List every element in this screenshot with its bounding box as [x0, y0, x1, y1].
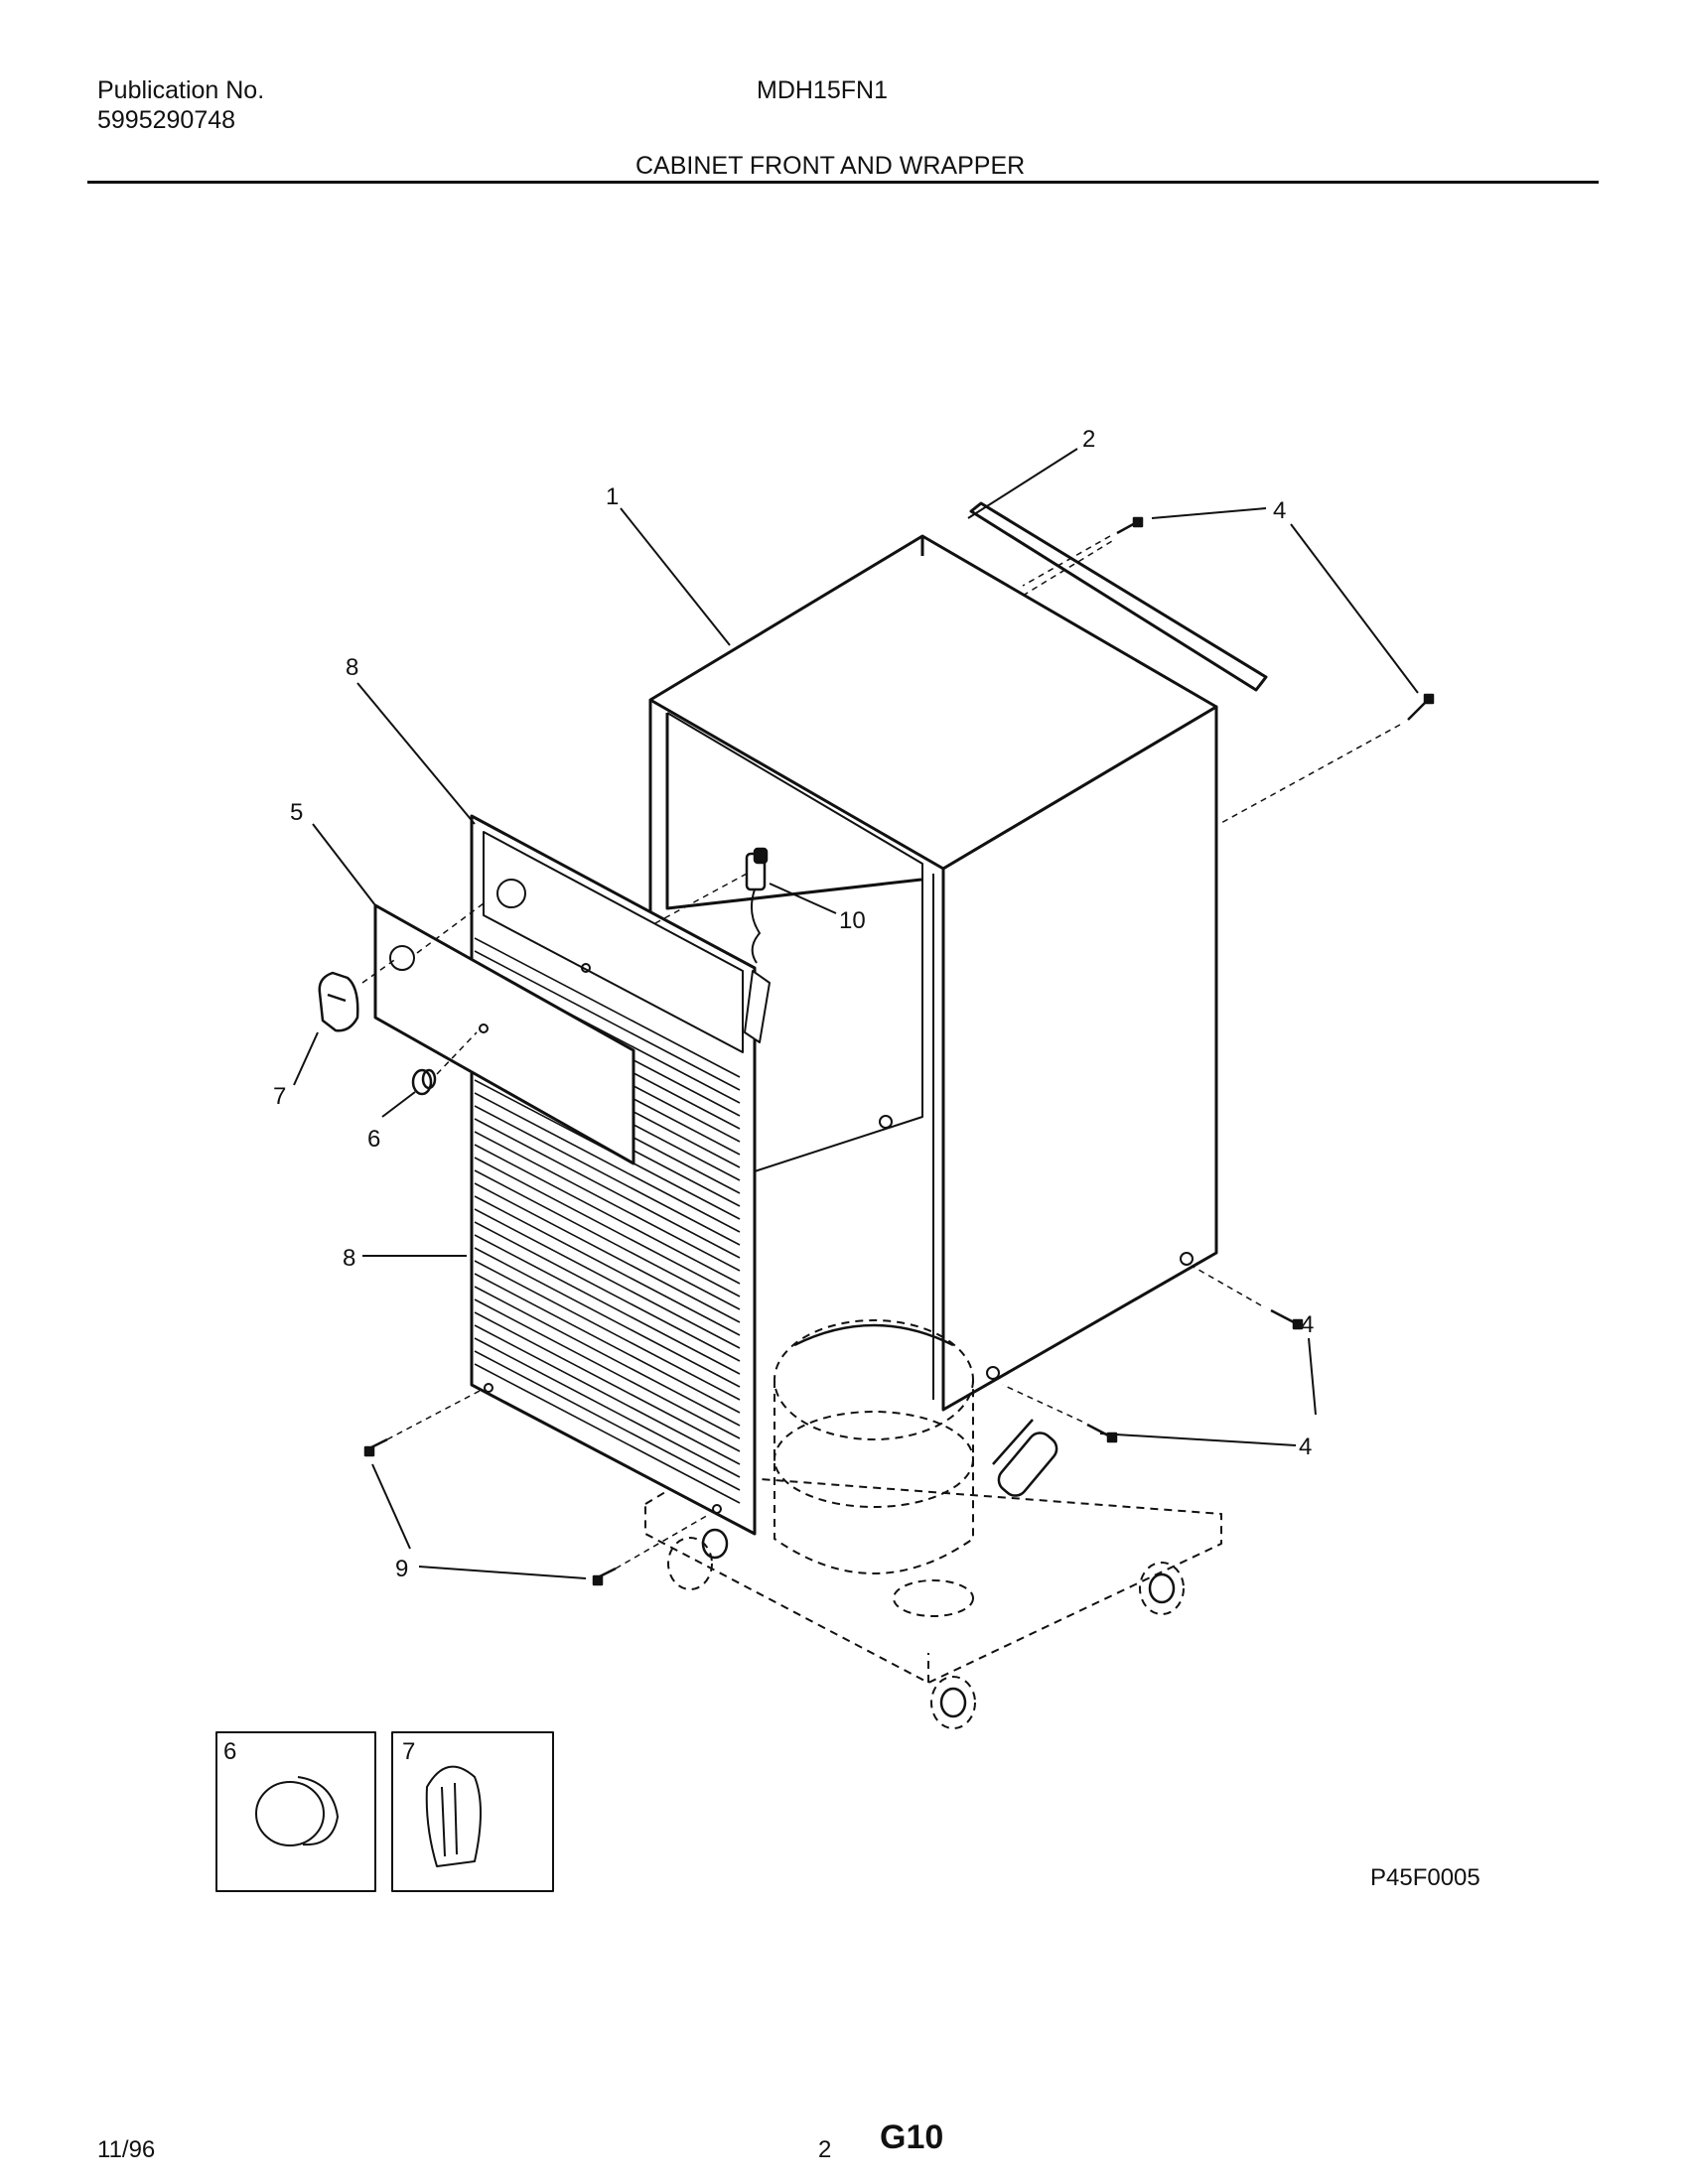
footer-code: G10 — [880, 2118, 944, 2156]
figure-reference: P45F0005 — [1370, 1864, 1480, 1891]
callout-2: 2 — [1082, 426, 1095, 453]
knob-7-part — [318, 957, 398, 1032]
footer-date: 11/96 — [97, 2136, 156, 2163]
publication-number: 5995290748 — [97, 106, 236, 134]
front-grille — [470, 814, 771, 1536]
model-number: MDH15FN1 — [757, 76, 888, 104]
top-trim-strip — [969, 501, 1268, 692]
callout-4-top: 4 — [1273, 497, 1286, 524]
humidistat-sensor — [654, 847, 769, 964]
callout-8-mid: 8 — [343, 1245, 355, 1272]
compressor-outline — [701, 1323, 1176, 1718]
callout-6: 6 — [367, 1126, 380, 1153]
inset-number-7: 7 — [402, 1738, 415, 1765]
callout-numbers: 1 2 4 4 4 5 6 7 8 8 9 10 — [273, 426, 1314, 1582]
header-rule — [87, 181, 1599, 184]
screws-part-4 — [1086, 516, 1435, 1443]
knob-6-part — [411, 1031, 478, 1096]
screw-leaders-part-9 — [386, 1389, 711, 1570]
knob-small-rim — [297, 1776, 339, 1846]
publication-label: Publication No. — [97, 76, 265, 104]
section-title: CABINET FRONT AND WRAPPER — [635, 152, 1026, 180]
callout-10: 10 — [839, 907, 866, 934]
callout-7: 7 — [273, 1083, 286, 1110]
inset-boxes — [215, 1731, 554, 1892]
callout-5: 5 — [290, 799, 303, 826]
knob-control-icon — [425, 1765, 482, 1867]
callout-4-mid: 4 — [1301, 1311, 1314, 1338]
screws-part-9 — [363, 1437, 617, 1586]
callout-4-bottom: 4 — [1299, 1433, 1312, 1460]
callout-9: 9 — [395, 1556, 408, 1582]
callout-8-top: 8 — [346, 654, 358, 681]
control-panel — [373, 902, 635, 1165]
footer-page: 2 — [818, 2136, 832, 2163]
callout-leaders — [293, 448, 1419, 1579]
cabinet-wrapper — [648, 534, 1218, 1412]
callout-1: 1 — [606, 483, 619, 510]
screw-leaders-part-4 — [1002, 535, 1401, 1423]
knob-small-icon — [255, 1781, 325, 1846]
inset-number-6: 6 — [223, 1738, 236, 1765]
